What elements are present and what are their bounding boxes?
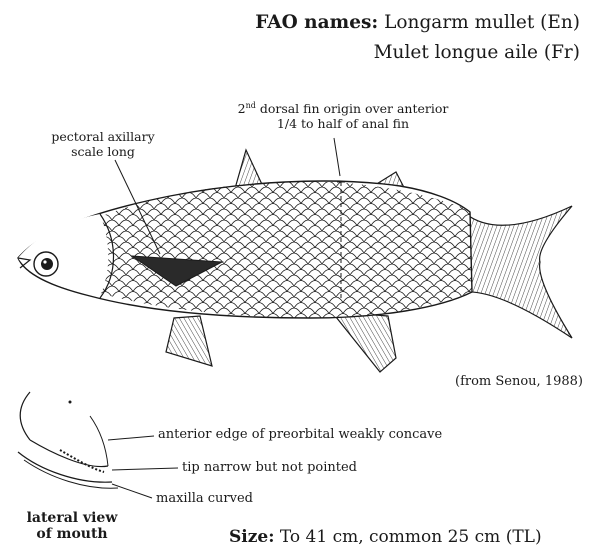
head	[18, 214, 108, 296]
mouth-detail-drawing	[18, 392, 178, 498]
dorsal-note-pointer	[334, 138, 340, 176]
caudal-fin	[466, 206, 572, 338]
anal-fin	[332, 312, 396, 372]
pelvic-fin	[166, 316, 212, 366]
pupil	[41, 258, 53, 270]
